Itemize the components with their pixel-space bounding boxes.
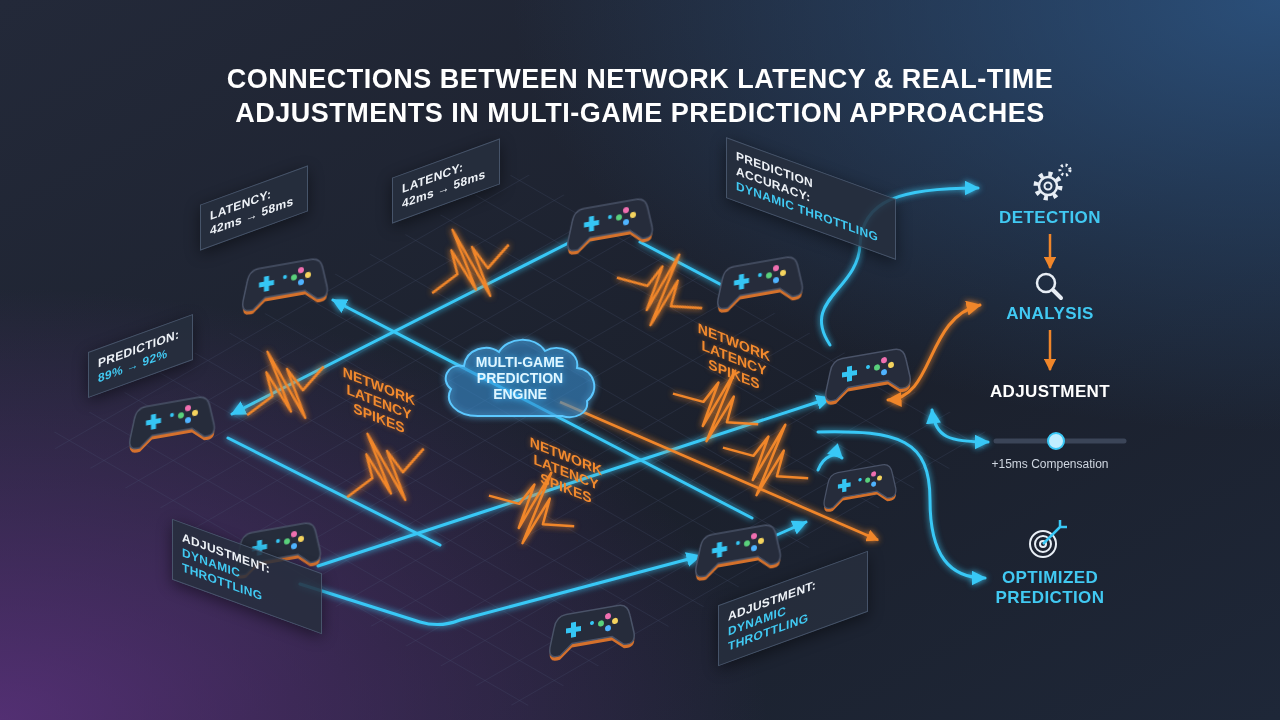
gear-icon [1036,165,1070,198]
game-controller [568,197,653,256]
gear-hub [1045,183,1052,190]
process-step: ANALYSIS [985,268,1115,330]
latency-spike [226,333,340,441]
node-heading: ANALYSIS [985,304,1115,324]
gear-teeth [1036,174,1060,198]
latency-spikes [226,211,878,561]
node-heading: DETECTION [985,208,1115,228]
latency-spike [411,211,525,319]
flow-curve [818,432,985,578]
network-link [300,556,700,625]
flow-curve [932,410,988,442]
metric-callout: PREDICTION ACCURACY:DYNAMIC THROTTLING [726,137,896,260]
engine-cloud: MULTI-GAME PREDICTION ENGINE [438,330,602,426]
node-heading: ADJUSTMENT [960,382,1140,402]
flow-curve [888,305,980,400]
slider-knob [1048,433,1064,449]
network-link [818,455,842,470]
flow-arrow [1049,234,1052,268]
flow-arrow [1049,330,1052,370]
metric-callout: LATENCY:42ms → 58ms [392,138,500,223]
latency-spike [711,405,825,513]
node-heading: OPTIMIZED PREDICTION [975,568,1125,608]
game-controller [130,395,215,454]
cloud-shape [446,340,595,417]
game-controller [696,523,781,582]
target-arrow [1043,520,1067,544]
network-links [228,229,842,625]
metric-callout: PREDICTION:89% → 92% [88,314,193,398]
magnifier-icon [1037,274,1061,298]
game-controllers [130,197,911,662]
spike-label: NETWORK LATENCY SPIKES [520,429,612,514]
metric-callout: LATENCY:42ms → 58ms [200,165,308,250]
spike-label: NETWORK LATENCY SPIKES [333,359,425,444]
flow-curves [818,188,988,578]
game-controller [550,603,635,662]
process-step: OPTIMIZED PREDICTION [960,520,1140,612]
magnifier-handle [1053,290,1061,298]
network-link [228,438,440,545]
diagram-title: CONNECTIONS BETWEEN NETWORK LATENCY & RE… [140,62,1140,130]
connectors [1050,234,1051,370]
game-controller [824,462,896,512]
node-heading: MULTI-GAME PREDICTION ENGINE [464,354,576,402]
spike-label: NETWORK LATENCY SPIKES [688,315,780,400]
node-detail: +15ms Compensation [960,456,1140,472]
metric-callout: ADJUSTMENT:DYNAMIC THROTTLING [718,551,868,667]
metric-callout: ADJUSTMENT:DYNAMIC THROTTLING [172,519,322,635]
gear-small [1060,165,1070,175]
process-step: DETECTION [985,162,1115,234]
target-icon [1030,520,1067,557]
game-controller [243,257,328,316]
game-controller [718,255,803,314]
isometric-grid [40,170,1000,710]
process-step: ADJUSTMENT +15ms Compensation [960,370,1140,478]
latency-spike [326,415,440,523]
slider-icon [996,433,1124,449]
gear-body [1039,177,1057,195]
